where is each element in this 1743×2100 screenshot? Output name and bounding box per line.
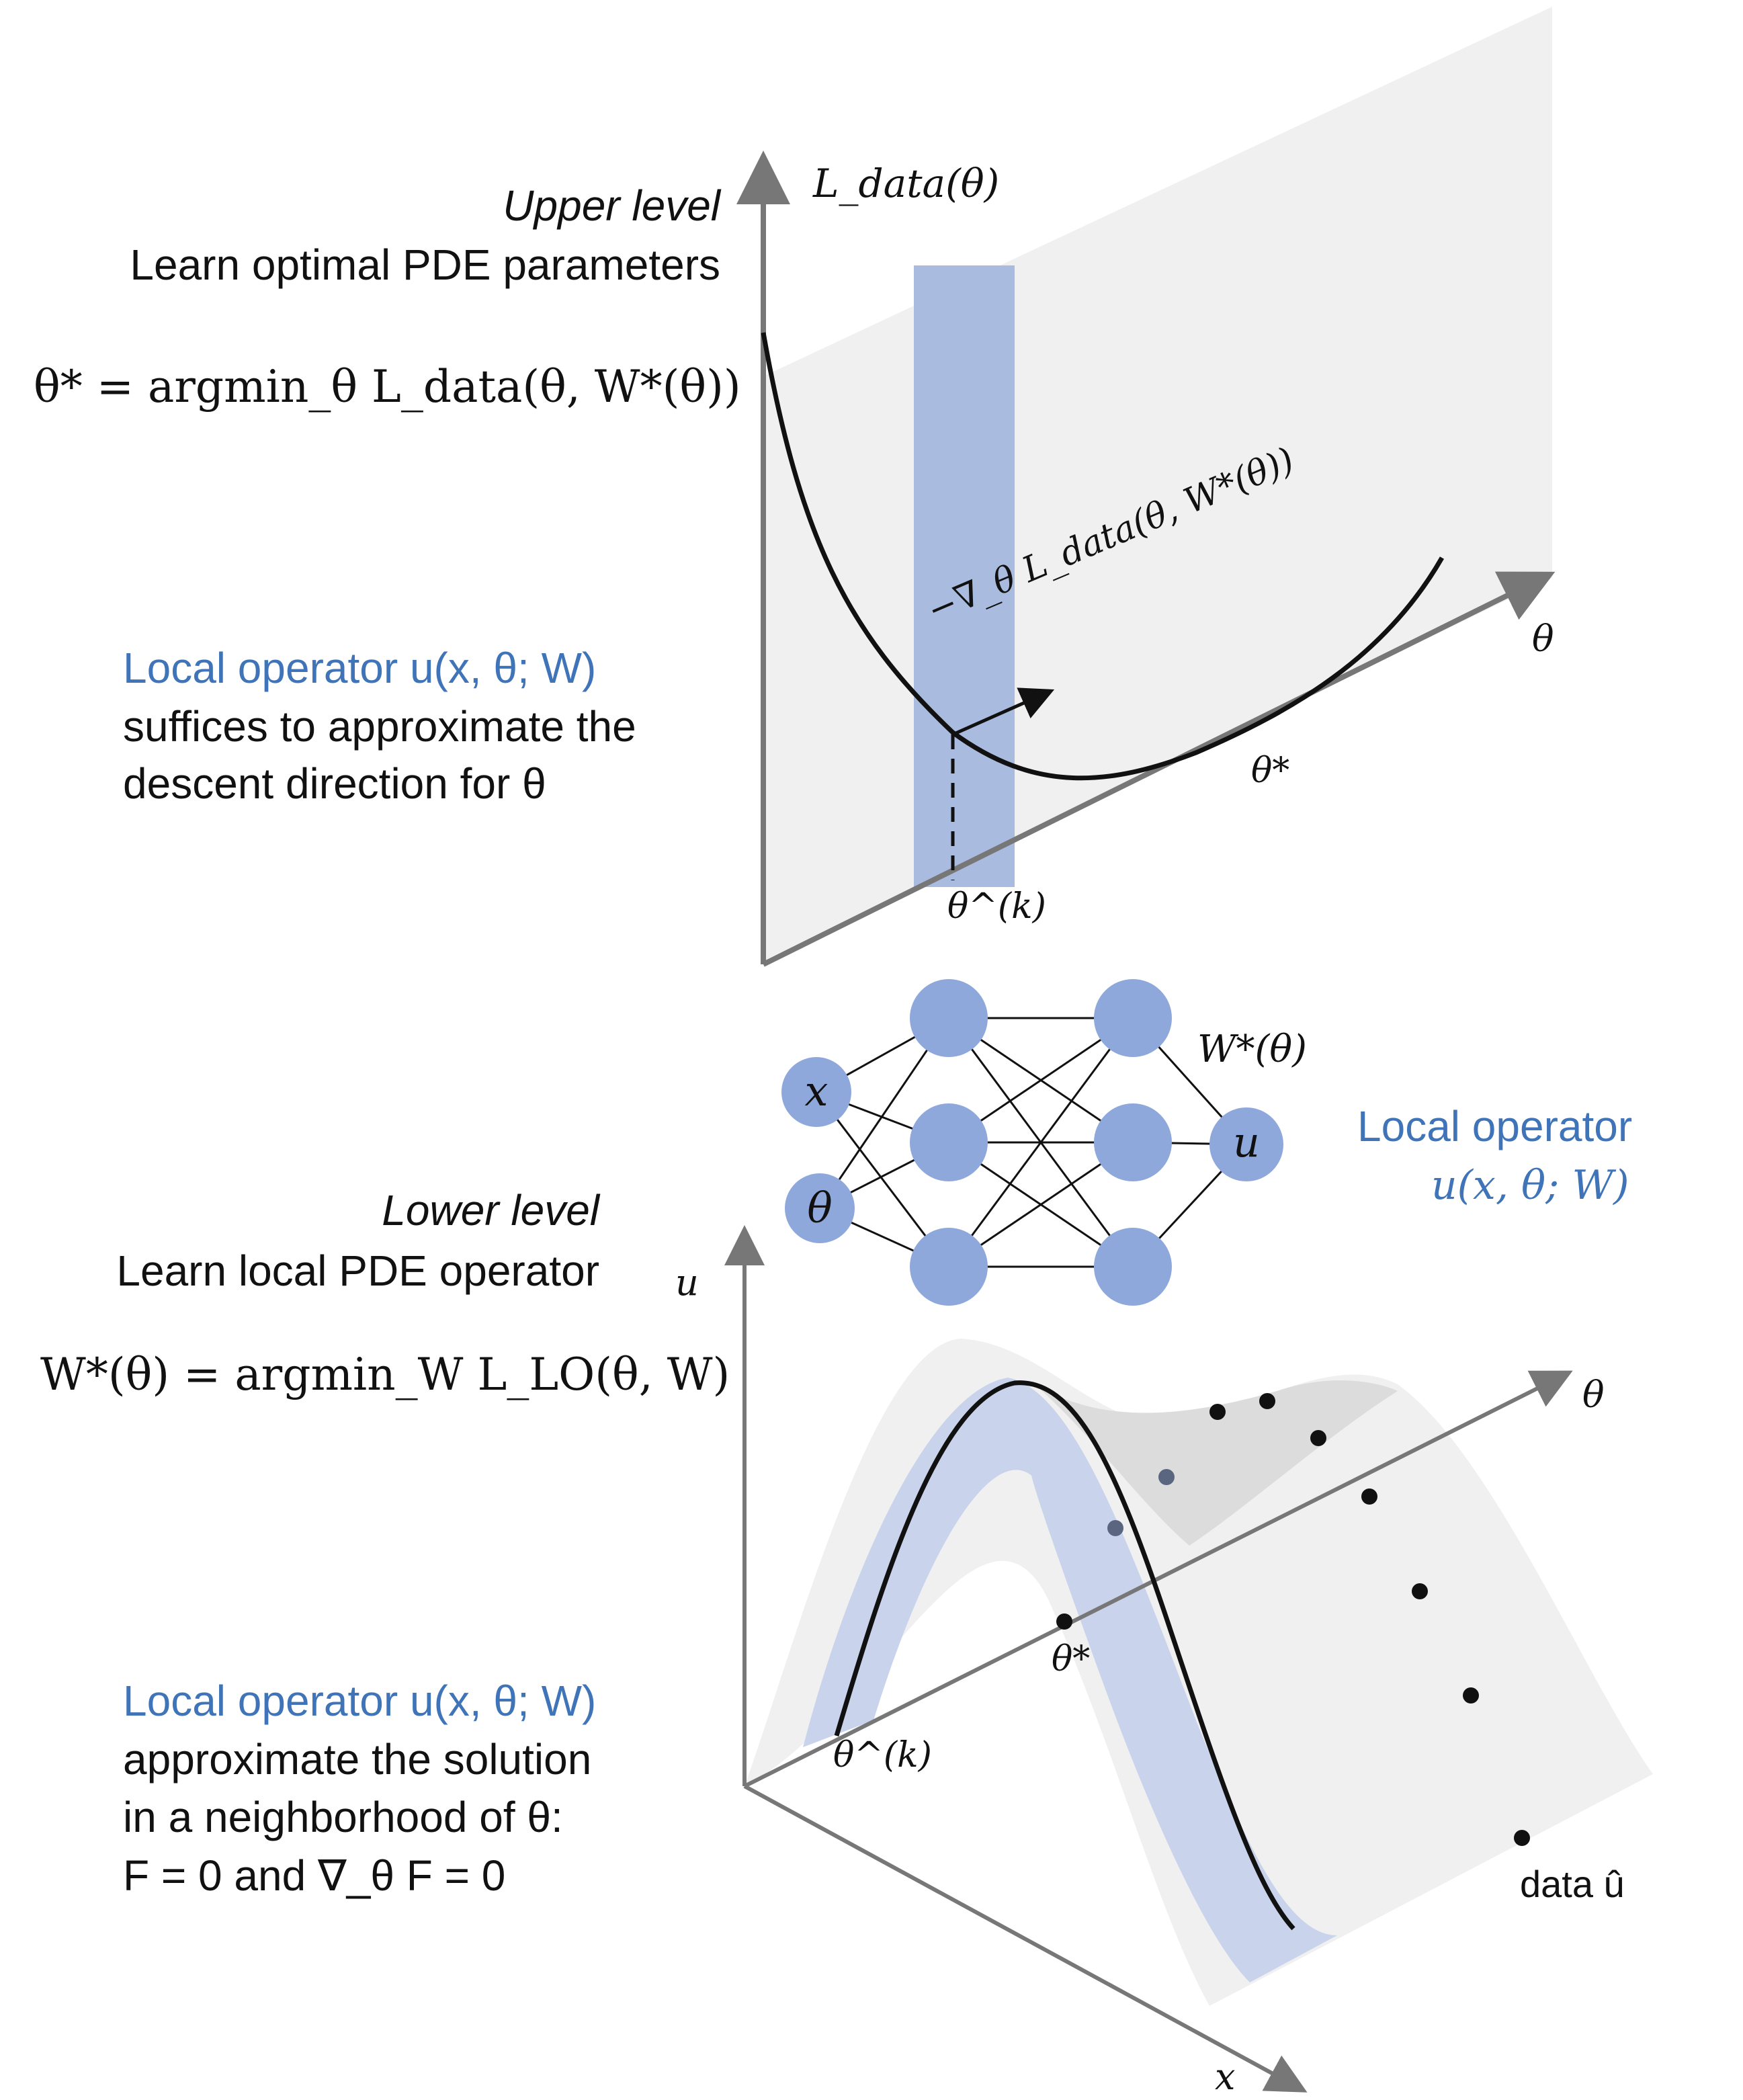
lower-note-line: approximate the solution [123, 1735, 592, 1783]
lower-plot [724, 1225, 1653, 2093]
output-u-label: u [1233, 1118, 1260, 1167]
input-node-theta [785, 1173, 855, 1243]
data-point [1310, 1430, 1326, 1446]
data-points [1056, 1393, 1530, 1846]
upper-theta-axis-label: θ [1532, 618, 1554, 660]
lower-theta-star-label: θ* [1052, 1639, 1091, 1679]
input-theta-label: θ [807, 1183, 833, 1232]
lower-solution-surface [745, 1339, 1653, 2006]
lower-level-subheading: Learn local PDE operator [116, 1247, 599, 1295]
lower-note-condition: F = 0 and ∇_θ F = 0 [123, 1851, 506, 1900]
upper-theta-k-label: θ^(k) [947, 886, 1046, 927]
data-point [1412, 1583, 1428, 1599]
hidden-node [910, 1228, 988, 1306]
data-point [1158, 1469, 1175, 1485]
upper-note-line: suffices to approximate the [123, 702, 636, 751]
upper-gradient-arrow [951, 687, 1055, 737]
upper-y-axis-label: L_data(θ) [813, 161, 1000, 206]
network-edges [815, 1017, 1248, 1268]
data-point [1514, 1830, 1530, 1846]
hidden-node [910, 1103, 988, 1181]
hidden-node [1094, 1228, 1172, 1306]
hidden-node [910, 979, 988, 1057]
lower-note-local-operator: Local operator u(x, θ; W) [123, 1677, 597, 1725]
data-point [1209, 1404, 1226, 1420]
hidden-node [1094, 979, 1172, 1057]
upper-objective-equation: θ* = argmin_θ L_data(θ, W*(θ)) [34, 361, 741, 413]
local-operator-formula: u(x, θ; W) [1431, 1162, 1629, 1209]
upper-note-line: descent direction for θ [123, 759, 546, 808]
lower-x-axis [743, 1784, 1308, 2093]
upper-theta-star-label: θ* [1251, 751, 1290, 791]
data-point [1361, 1488, 1377, 1505]
output-node-u [1209, 1107, 1283, 1181]
local-operator-label: Local operator [1357, 1102, 1633, 1150]
upper-blue-band [914, 265, 1015, 887]
input-x-label: x [804, 1066, 828, 1116]
weights-label: W*(θ) [1197, 1027, 1307, 1071]
lower-local-solution-curve [834, 1380, 1295, 1931]
upper-note-local-operator: Local operator u(x, θ; W) [123, 644, 597, 692]
data-point [1463, 1687, 1479, 1704]
data-point [1259, 1393, 1275, 1409]
upper-background-plane [763, 7, 1552, 961]
lower-blue-band [803, 1378, 1337, 1982]
upper-level-heading: Upper level [503, 181, 720, 230]
neural-network [781, 979, 1283, 1306]
upper-level-subheading: Learn optimal PDE parameters [130, 241, 720, 289]
lower-x-axis-label: x [1215, 2056, 1236, 2098]
lower-note-line: in a neighborhood of θ: [123, 1793, 563, 1841]
lower-level-heading: Lower level [382, 1186, 599, 1234]
lower-surface-shadow [1035, 1380, 1398, 1546]
upper-loss-curve [761, 332, 1445, 781]
upper-plot [736, 7, 1556, 967]
lower-theta-axis-label: θ [1582, 1374, 1605, 1416]
hidden-node [1094, 1103, 1172, 1181]
input-node-x [781, 1057, 851, 1127]
data-point [1107, 1520, 1123, 1536]
lower-u-axis-label: u [675, 1261, 699, 1304]
upper-theta-axis [762, 571, 1556, 967]
theta-star-marker [1056, 1613, 1072, 1630]
lower-theta-k-label: θ^(k) [833, 1735, 932, 1775]
lower-objective-equation: W*(θ) = argmin_W L_LO(θ, W) [40, 1349, 730, 1400]
data-label: data û [1520, 1863, 1625, 1905]
